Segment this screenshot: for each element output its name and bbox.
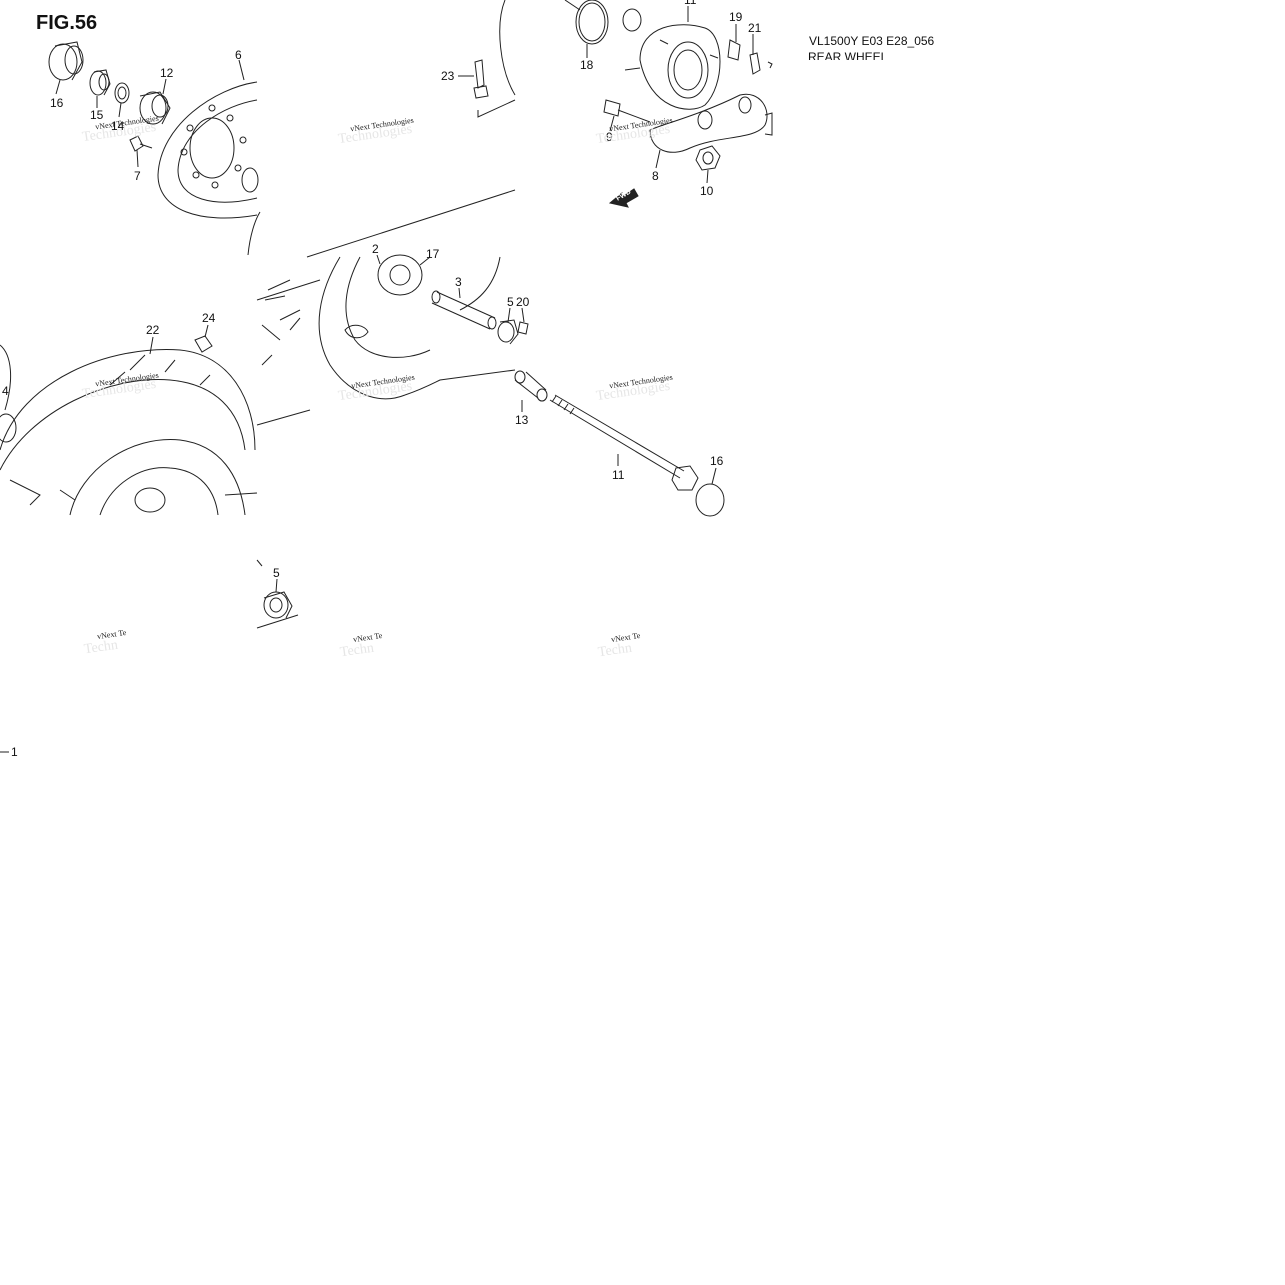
callout-16-right: 16: [710, 454, 724, 468]
part-plate-19: [727, 39, 741, 61]
figure-code: VL1500Y E03 E28_056: [809, 34, 935, 48]
callout-15: 15: [90, 108, 104, 122]
fwd-arrow: [608, 188, 639, 208]
callout-20: 20: [516, 295, 530, 309]
wheel-edge-top: [499, 0, 516, 96]
part-spacer-12: [139, 91, 171, 125]
part-ring-14: [114, 82, 130, 104]
callout-18: 18: [580, 58, 594, 72]
part-bolt-9: [603, 99, 651, 123]
callout-16: 16: [50, 96, 64, 110]
part-pin-21: [749, 52, 761, 75]
part-sleeve-13: [514, 370, 548, 402]
part-bolt-7: [129, 135, 153, 152]
callout-12: 12: [160, 66, 174, 80]
callout-5-lower: 5: [273, 566, 280, 580]
part-cap-16-right: [695, 483, 725, 517]
part-bearing-5-low: [263, 591, 293, 619]
callout-23: 23: [441, 69, 455, 83]
callout-2: 2: [372, 242, 379, 256]
part-bearing-5-mid: [497, 319, 519, 345]
callout-21: 21: [748, 21, 762, 35]
callout-1: 1: [11, 745, 18, 759]
callout-9: 9: [606, 130, 613, 144]
figure-subtitle: REAR WHEEL: [808, 50, 888, 60]
part-clip-20: [517, 321, 529, 335]
callout-3: 3: [455, 275, 462, 289]
part-bearing-4: [0, 413, 17, 443]
part-hub: [624, 24, 721, 110]
figure-title: FIG.56: [36, 12, 98, 34]
callout-22: 22: [146, 323, 160, 337]
part-arm-8: [649, 93, 773, 153]
callout-6: 6: [235, 48, 242, 62]
callout-11-top: 11: [684, 0, 697, 7]
part-cap-16: [48, 41, 84, 81]
callout-17: 17: [426, 247, 440, 261]
callout-10: 10: [700, 184, 714, 198]
part-nut-10: [695, 145, 721, 171]
part-disc-6: [157, 81, 259, 219]
callout-14: 14: [111, 119, 125, 133]
part-clip-24: [194, 335, 213, 353]
part-oring-18: [575, 0, 609, 45]
callout-5: 5: [507, 295, 514, 309]
part-wheel-middle: [256, 254, 516, 400]
leader-lines: [0, 6, 754, 753]
part-tube-3: [431, 290, 497, 330]
callout-7: 7: [134, 169, 141, 183]
callout-4: 4: [2, 384, 9, 398]
part-tire-22: [0, 349, 258, 516]
callout-11: 11: [612, 468, 625, 482]
callout-8: 8: [652, 169, 659, 183]
part-bearing-15: [89, 69, 111, 96]
callout-13: 13: [515, 413, 529, 427]
part-valve-23: [473, 59, 489, 99]
callout-24: 24: [202, 311, 216, 325]
part-axle-11: [549, 394, 699, 491]
callout-19: 19: [729, 10, 743, 24]
